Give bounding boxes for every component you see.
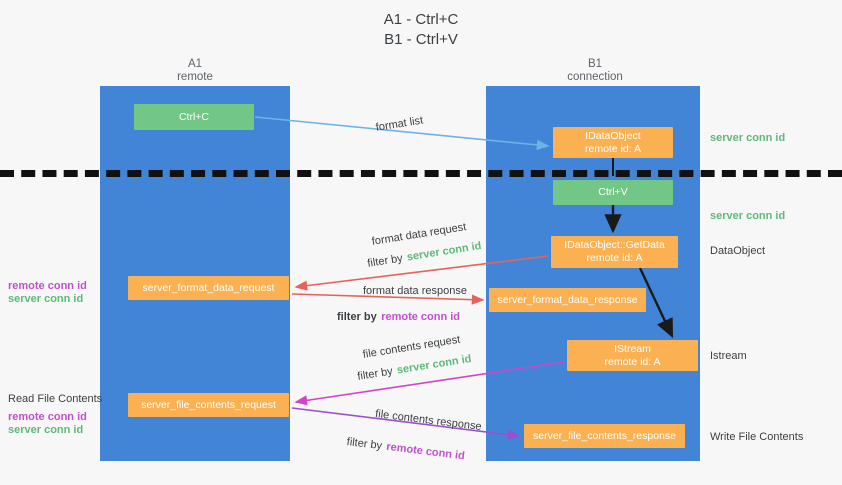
node-ctrl-c[interactable]: Ctrl+C [134, 104, 254, 130]
column-b1-sub: connection [567, 71, 623, 83]
left-server-conn-id: server conn id [8, 293, 84, 305]
left-server-conn-id: server conn id [8, 424, 84, 436]
left-remote-conn-id: remote conn id [8, 280, 87, 292]
edge-label-file-contents-response: file contents response [374, 408, 483, 434]
right-label-istream: Istream [710, 350, 747, 362]
phase-separator [0, 170, 842, 177]
node-server-format-data-request-label: server_format_data_request [142, 281, 275, 294]
node-ctrl-v[interactable]: Ctrl+V [553, 180, 673, 205]
node-server-file-contents-response-label: server_file_contents_response [532, 429, 676, 442]
left-remote-conn-id: remote conn id [8, 411, 87, 423]
node-istream-line1: IStream [614, 342, 651, 355]
node-server-format-data-response[interactable]: server_format_data_response [489, 288, 646, 312]
node-server-format-data-request[interactable]: server_format_data_request [128, 276, 289, 300]
server-conn-id-text: server conn id [406, 239, 483, 264]
right-label-server-conn-id-top: server conn id [710, 132, 786, 144]
node-server-file-contents-response[interactable]: server_file_contents_response [524, 424, 685, 448]
node-idataobject-line2: remote id: A [584, 142, 642, 155]
remote-conn-id-text: remote conn id [381, 311, 461, 323]
node-ctrl-v-label: Ctrl+V [598, 186, 628, 198]
edge-label-format-data-response-filter: filter by remote conn id [337, 307, 460, 325]
filter-by-text: filter by [356, 365, 394, 383]
left-annotation-file: remote conn id server conn id [8, 411, 87, 437]
column-a1-name: A1 [187, 58, 203, 70]
column-header-a1: A1 remote [140, 58, 250, 84]
right-label-server-conn-id-mid: server conn id [710, 210, 786, 222]
server-conn-id-text: server conn id [396, 352, 473, 377]
filter-by-text: filter by [346, 435, 383, 453]
edge-label-file-contents-response-filter: filter by remote conn id [346, 432, 466, 464]
column-header-b1: B1 connection [535, 58, 655, 84]
column-b1-name: B1 [587, 58, 603, 70]
node-server-file-contents-request-label: server_file_contents_request [141, 398, 276, 411]
title-line-2: B1 - Ctrl+V [384, 31, 458, 48]
file-contents-response-text: file contents response [374, 408, 483, 433]
node-getdata-line2: remote id: A [586, 252, 643, 264]
title-line-1: A1 - Ctrl+C [383, 11, 459, 28]
left-read-file-contents: Read File Contents [8, 393, 103, 405]
node-server-format-data-response-label: server_format_data_response [497, 293, 638, 306]
node-idataobject-getdata[interactable]: IDataObject::GetData remote id: A [551, 236, 678, 268]
right-label-write-file-contents: Write File Contents [710, 431, 804, 443]
column-a1-sub: remote [177, 71, 213, 83]
node-istream[interactable]: IStream remote id: A [567, 340, 698, 371]
node-server-file-contents-request[interactable]: server_file_contents_request [128, 393, 289, 417]
filter-by-text: filter by [337, 311, 377, 323]
node-getdata-line1: IDataObject::GetData [564, 239, 665, 251]
left-annotation-format: remote conn id server conn id [8, 280, 87, 306]
page-title: A1 - Ctrl+C B1 - Ctrl+V [0, 10, 842, 50]
edge-label-format-data-response: format data response [363, 285, 467, 297]
node-idataobject[interactable]: IDataObject remote id: A [553, 127, 673, 158]
filter-by-text: filter by [366, 252, 404, 270]
node-idataobject-line1: IDataObject [585, 129, 641, 142]
node-ctrl-c-label: Ctrl+C [178, 110, 210, 123]
right-label-dataobject: DataObject [710, 245, 766, 257]
edge-label-format-list: format list [375, 114, 424, 134]
remote-conn-id-text: remote conn id [385, 440, 466, 463]
node-istream-line2: remote id: A [604, 355, 661, 368]
